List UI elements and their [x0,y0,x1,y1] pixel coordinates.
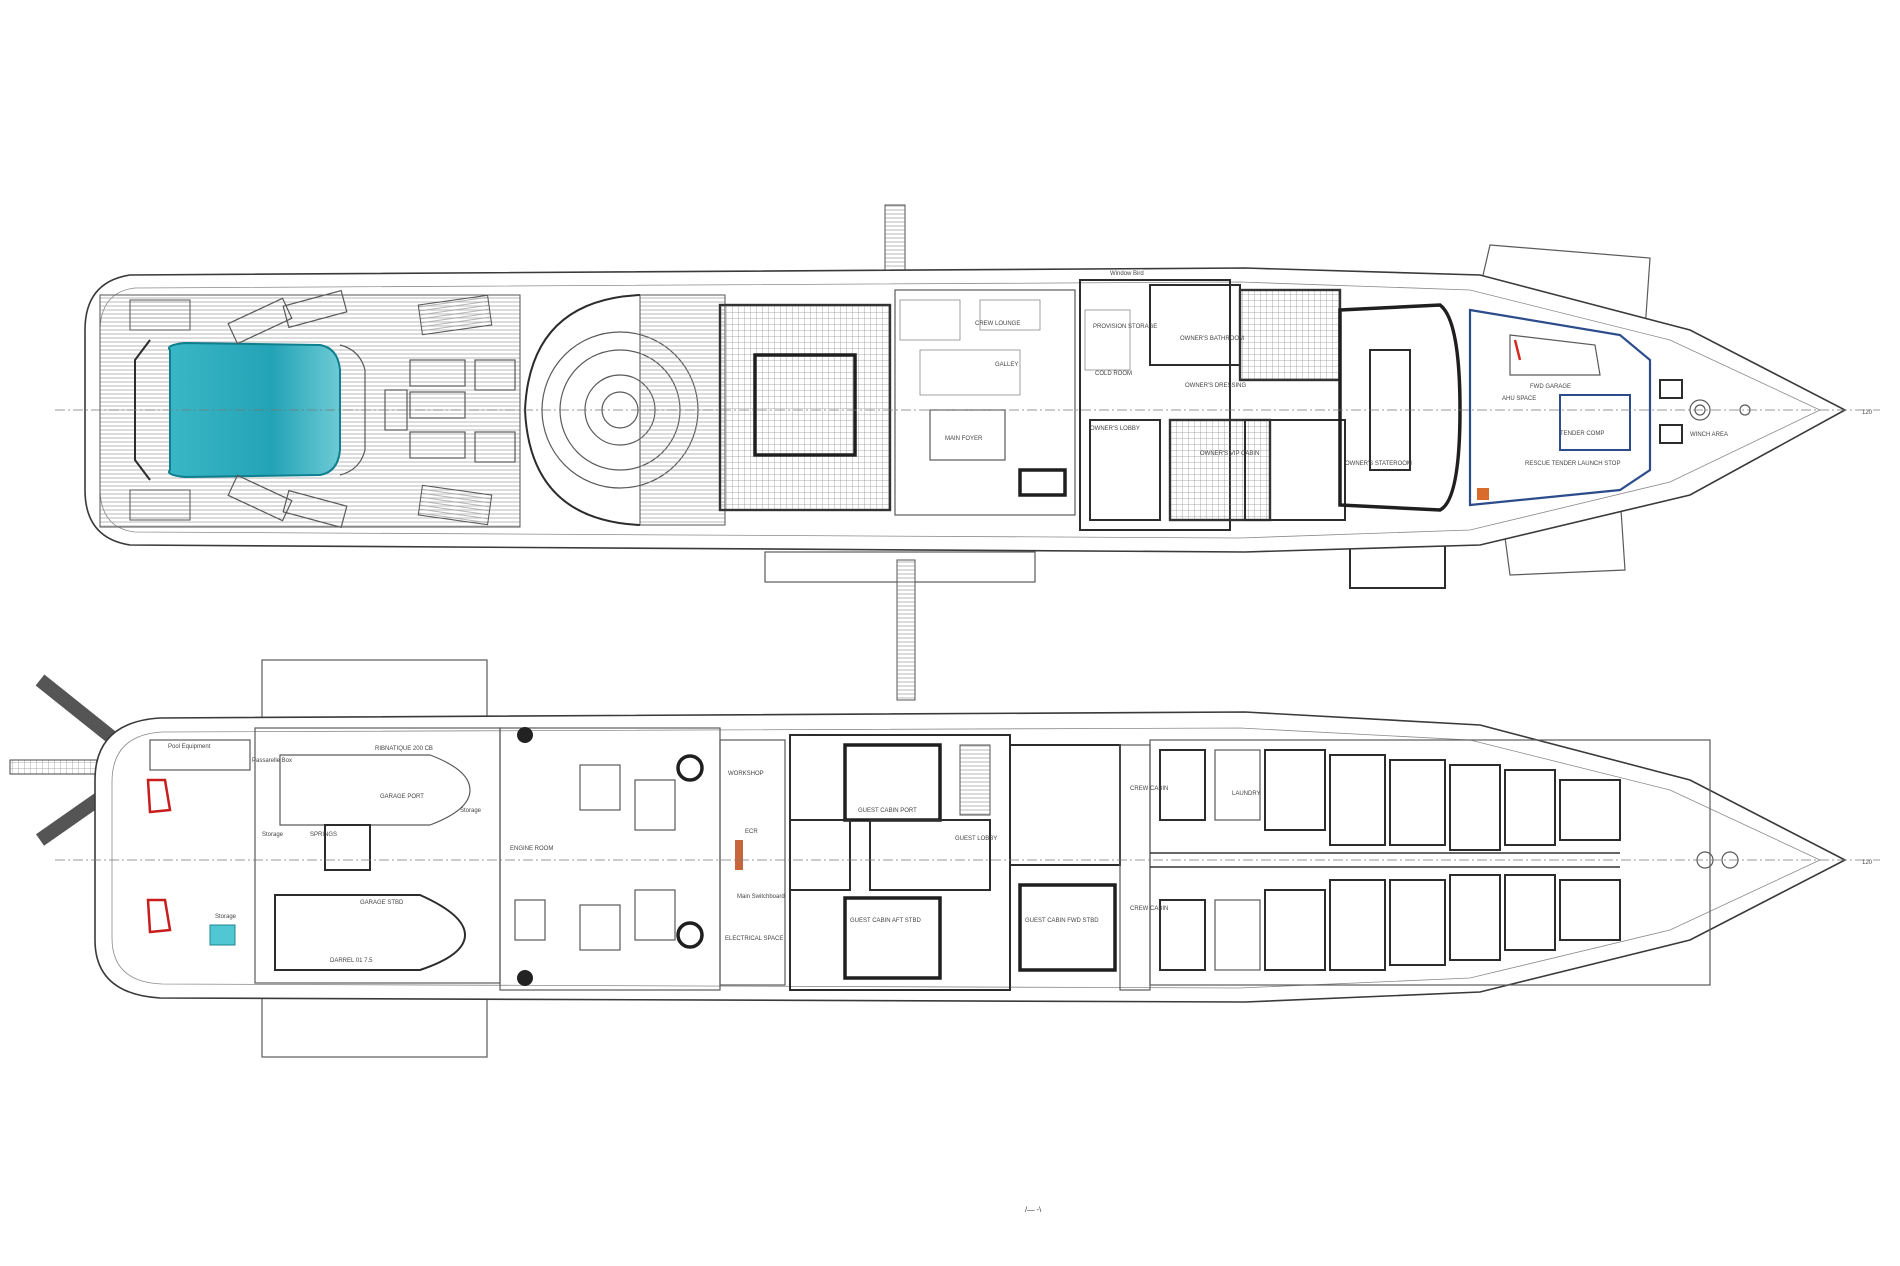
guest-cabins [789,734,1151,991]
label-passarelle-box: Passarelle Box [252,758,292,764]
label-owners-dressing: OWNER'S DRESSING [1185,383,1246,389]
label-guest-cabin-aft-stbd: GUEST CABIN AFT STBD [850,918,921,924]
label-darrel: DARREL 01 7.5 [330,958,373,964]
label-electrical-space: ELECTRICAL SPACE [725,936,783,942]
label-guest-cabin-port: GUEST CABIN PORT [858,808,917,814]
label-fwd-garage: FWD GARAGE [1530,384,1571,390]
label-crew-cabin-2: CREW CABIN [1130,906,1168,912]
label-guest-lobby: GUEST LOBBY [955,836,997,842]
label-main-foyer: MAIN FOYER [945,436,983,442]
label-garage-stbd: GARAGE STBD [360,900,404,906]
label-storage-1: Storage [262,832,284,838]
label-engine-room: ENGINE ROOM [510,846,553,852]
tender-stbd [274,894,467,971]
label-tender-comp: TENDER COMP [1560,431,1604,437]
label-ecr: ECR [745,829,758,835]
side-gangway-ladder [896,559,916,701]
label-pool-equipment: Pool Equipment [168,744,211,750]
sun-loungers [227,289,516,529]
label-garage-port: GARAGE PORT [380,794,424,800]
label-storage-3: Storage [215,914,237,920]
upper-deck-plan: Window Bird CREW LOUNGE GALLEY MAIN FOYE… [55,204,1880,701]
label-cold-room: COLD ROOM [1095,371,1132,377]
label-window-bird: Window Bird [1110,271,1144,277]
label-crew-cabin-1: CREW CABIN [1130,786,1168,792]
label-crew-lounge: CREW LOUNGE [975,321,1020,327]
label-owners-lobby: OWNER'S LOBBY [1090,426,1140,432]
label-owners-stateroom: OWNER'S STATEROOM [1345,461,1412,467]
label-ribnatique: RIBNATIQUE 200 CB [375,746,433,752]
crew-cabins [1149,739,1711,986]
label-galley: GALLEY [995,362,1018,368]
label-laundry: LAUNDRY [1232,791,1261,797]
label-guest-cabin-fwd-stbd: GUEST CABIN FWD STBD [1025,918,1099,924]
port-side-door-platform [261,659,488,721]
label-upper-scale-end: 120 [1862,410,1873,416]
label-winch-area: WINCH AREA [1690,432,1728,438]
main-saloon [718,303,892,512]
owners-suite [1079,279,1231,531]
engine-control-room [719,739,786,986]
lower-hull-outline [94,711,1847,1003]
lower-deck-plan: Pool Equipment Passarelle Box Storage St… [9,659,1880,1058]
label-rescue-tender: RESCUE TENDER LAUNCH STOP [1525,461,1620,467]
label-provision-storage: PROVISION STORAGE [1093,324,1157,330]
label-ahu-space: AHU SPACE [1502,396,1536,402]
galley-block [894,289,1076,516]
label-storage-2: Storage [460,808,482,814]
label-main-switchboard: Main Switchboard [737,894,785,900]
label-lower-scale-end: 120 [1862,860,1873,866]
tender-port [279,754,471,826]
label-owners-bathroom: OWNER'S BATHROOM [1180,336,1244,342]
label-springs: SPRINGS [310,832,337,838]
label-workshop: WORKSHOP [728,771,764,777]
top-gangway [884,204,906,276]
footer-mark: /— -\ [1025,1205,1042,1214]
label-owners-vip-cabin: OWNER'S VIP CABIN [1200,451,1259,457]
stbd-side-door-platform [261,994,488,1058]
